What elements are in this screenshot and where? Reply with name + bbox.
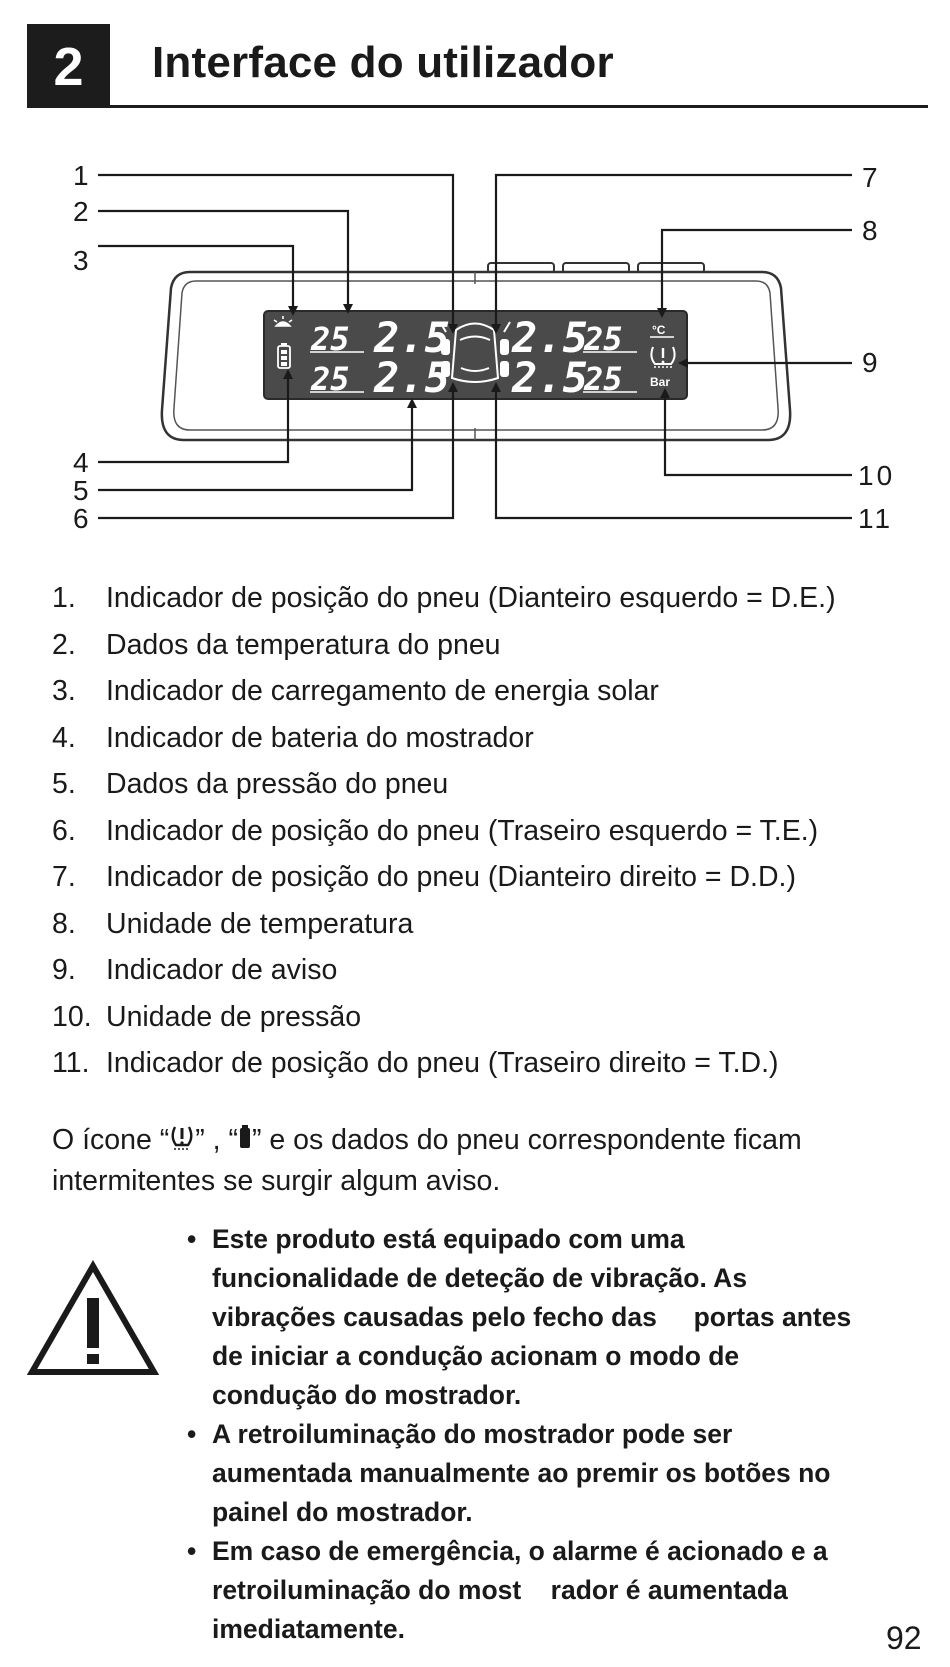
callout-6: 6 xyxy=(73,503,89,534)
tire-front-right-icon xyxy=(500,339,509,355)
leader-line-7 xyxy=(494,173,852,330)
list-item: 2.Dados da temperatura do pneu xyxy=(52,628,501,661)
list-item: Em caso de emergência, o alarme é aciona… xyxy=(187,1532,927,1649)
list-item: 11.Indicador de posição do pneu (Traseir… xyxy=(52,1047,779,1079)
callout-2: 2 xyxy=(73,196,89,227)
list-item: 3.Indicador de carregamento de energia s… xyxy=(52,675,659,707)
callout-5: 5 xyxy=(73,475,89,506)
section-number-box: 2 xyxy=(27,24,110,108)
temperature-unit: °C xyxy=(652,323,666,337)
callout-4: 4 xyxy=(73,447,89,478)
section-number: 2 xyxy=(53,37,84,97)
callout-1: 1 xyxy=(73,160,89,191)
page-number: 92 xyxy=(886,1620,922,1656)
callout-10: 10 xyxy=(858,460,895,491)
callout-11: 11 xyxy=(858,503,893,534)
callout-8: 8 xyxy=(862,215,878,246)
callout-3: 3 xyxy=(73,245,89,276)
callout-7: 7 xyxy=(862,162,878,193)
pressure-bottom-right: 2.5 xyxy=(511,353,588,402)
lcd-screen xyxy=(263,310,688,400)
battery-icon xyxy=(239,1125,250,1148)
list-item: 6.Indicador de posição do pneu (Traseiro… xyxy=(52,814,819,847)
warning-indicator-icon xyxy=(171,1126,193,1150)
list-item: A retroiluminação do mostrador pode ser … xyxy=(187,1415,927,1532)
caution-icon xyxy=(26,1260,160,1375)
pressure-top-left: 2.5 xyxy=(373,313,450,362)
leader-line-8 xyxy=(660,228,852,314)
leader-line-2 xyxy=(98,209,350,310)
list-item: 7.Indicador de posição do pneu (Dianteir… xyxy=(52,861,796,893)
tire-rear-right-icon xyxy=(500,361,509,377)
car-icon xyxy=(439,321,511,383)
list-item: 5.Dados da pressão do pneu xyxy=(52,768,449,800)
leader-line-1 xyxy=(98,173,455,330)
leader-line-4 xyxy=(98,373,290,464)
device-diagram: 25 2.5 25 2.5 2.5 25 2.5 25 °C Bar xyxy=(73,160,895,534)
legend-list: 1.Indicador de posição do pneu (Dianteir… xyxy=(52,578,836,1090)
leader-line-6 xyxy=(98,386,455,520)
leader-line-10 xyxy=(663,392,852,477)
list-item: 1.Indicador de posição do pneu (Dianteir… xyxy=(52,582,836,614)
list-item: 4.Indicador de bateria do mostrador xyxy=(52,721,534,754)
tire-front-left-icon xyxy=(441,339,450,355)
tire-rear-left-icon xyxy=(441,361,450,377)
pressure-bottom-left: 2.5 xyxy=(373,353,450,402)
section-title: Interface do utilizador xyxy=(152,38,614,87)
leader-line-11 xyxy=(494,386,852,520)
leader-line-3 xyxy=(98,244,295,312)
warning-indicator-icon xyxy=(650,346,676,368)
pressure-unit: Bar xyxy=(650,375,670,389)
warning-note: O ícone “” , “” e os dados do pneu corre… xyxy=(52,1124,802,1197)
list-item: 10.Unidade de pressão xyxy=(52,1000,362,1033)
list-item: 8.Unidade de temperatura xyxy=(52,907,414,940)
caution-bullets: Este produto está equipado com uma funci… xyxy=(187,1220,927,1649)
solar-charging-icon xyxy=(273,316,293,327)
title-underline xyxy=(110,105,928,108)
list-item: 9.Indicador de aviso xyxy=(52,954,338,986)
list-item: Este produto está equipado com uma funci… xyxy=(187,1220,927,1415)
callout-9: 9 xyxy=(862,347,878,378)
pressure-top-right: 2.5 xyxy=(511,313,588,362)
leader-line-5 xyxy=(98,402,414,492)
battery-icon xyxy=(277,343,291,369)
